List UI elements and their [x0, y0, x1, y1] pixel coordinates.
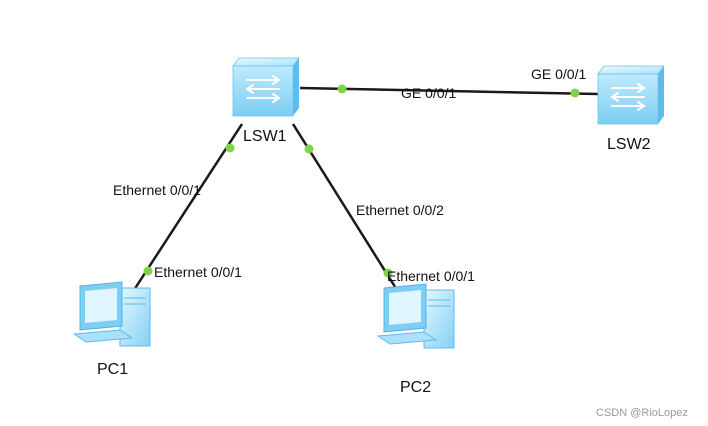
port-dot-lsw1-eth2 [304, 144, 314, 154]
port-dot-pc1-eth1 [143, 266, 153, 276]
port-label-lsw1-eth1: Ethernet 0/0/1 [113, 182, 201, 198]
port-dot-lsw1-eth1 [225, 143, 235, 153]
port-dot-lsw2-ge [570, 88, 580, 98]
link-lsw1-pc1[interactable] [132, 123, 244, 291]
port-dots [143, 84, 580, 278]
port-dot-pc2-eth1 [383, 268, 393, 278]
watermark: CSDN @RioLopez [596, 407, 688, 419]
pc-icon[interactable] [376, 283, 455, 349]
device-label-pc1: PC1 [97, 361, 128, 378]
port-label-lsw1-eth2: Ethernet 0/0/2 [356, 202, 444, 218]
pc-icon[interactable] [72, 281, 151, 347]
port-dot-lsw1-ge [337, 84, 347, 94]
device-label-lsw2: LSW2 [607, 136, 651, 153]
port-label-pc1-eth1: Ethernet 0/0/1 [154, 264, 242, 280]
port-label-lsw1-ge: GE 0/0/1 [401, 85, 456, 101]
port-label-lsw2-ge: GE 0/0/1 [531, 66, 586, 82]
switch-icon[interactable] [597, 65, 665, 125]
port-label-pc2-eth1: Ethernet 0/0/1 [387, 268, 475, 284]
switch-icon[interactable] [232, 57, 300, 117]
link-lsw1-lsw2[interactable] [299, 86, 599, 96]
device-label-pc2: PC2 [400, 379, 431, 396]
device-label-lsw1: LSW1 [243, 128, 287, 145]
links [132, 86, 599, 291]
